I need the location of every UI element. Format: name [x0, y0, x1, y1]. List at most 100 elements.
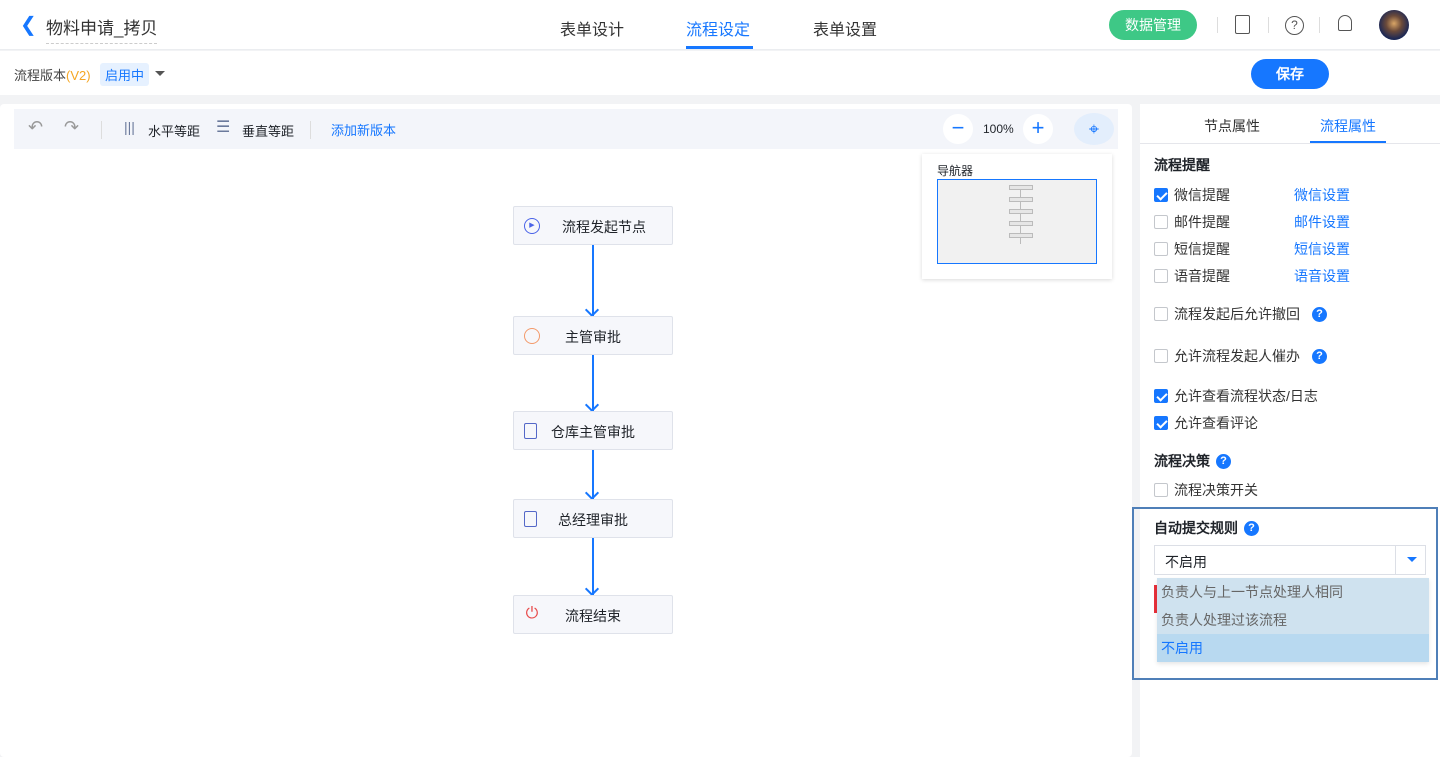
voice-settings-link[interactable]: 语音设置 [1294, 268, 1350, 284]
active-tab-indicator [686, 46, 753, 49]
decision-title-text: 流程决策 [1154, 453, 1210, 469]
auto-submit-dropdown: 负责人与上一节点处理人相同 负责人处理过该流程 不启用 [1157, 578, 1429, 662]
tab-process-properties[interactable]: 流程属性 [1320, 118, 1376, 134]
checkbox[interactable] [1154, 215, 1168, 229]
vertical-distribute-button[interactable]: 垂直等距 [242, 124, 295, 139]
checkbox-label: 流程发起后允许撤回 [1174, 306, 1300, 322]
flow-node-gm[interactable]: 总经理审批 [513, 499, 673, 538]
checkbox[interactable] [1154, 188, 1168, 202]
save-button[interactable]: 保存 [1251, 59, 1329, 89]
help-icon[interactable]: ? [1312, 348, 1327, 364]
chevron-down-icon[interactable] [1407, 557, 1417, 567]
version-number: (V2) [66, 68, 91, 83]
navigator-viewport[interactable] [937, 179, 1097, 264]
divider [1395, 546, 1396, 574]
dropdown-option[interactable]: 负责人与上一节点处理人相同 [1161, 584, 1343, 600]
allow-withdraw-checkbox[interactable]: 流程发起后允许撤回? [1154, 304, 1327, 324]
node-label: 流程结束 [565, 608, 621, 624]
tab-process-settings[interactable]: 流程设定 [686, 22, 751, 39]
decision-section-title: 流程决策? [1154, 451, 1231, 471]
node-label: 总经理审批 [558, 512, 628, 528]
allow-urge-checkbox[interactable]: 允许流程发起人催办? [1154, 346, 1327, 366]
wechat-settings-link[interactable]: 微信设置 [1294, 187, 1350, 203]
tab-form-design[interactable]: 表单设计 [560, 22, 625, 39]
divider [1268, 17, 1269, 33]
auto-submit-highlight [1132, 507, 1438, 680]
flow-node-supervisor[interactable]: 主管审批 [513, 316, 673, 355]
checkbox[interactable] [1154, 307, 1168, 321]
flow-node-start[interactable]: ▶ 流程发起节点 [513, 206, 673, 245]
voice-reminder-checkbox[interactable]: 语音提醒 [1154, 266, 1230, 286]
error-indicator [1154, 585, 1157, 613]
horizontal-distribute-icon: ||| [124, 119, 135, 135]
checkbox-label: 允许查看流程状态/日志 [1174, 388, 1318, 404]
data-management-button[interactable]: 数据管理 [1109, 10, 1197, 40]
divider [1319, 17, 1320, 33]
active-tab-indicator [1310, 141, 1386, 144]
horizontal-distribute-button[interactable]: 水平等距 [148, 124, 201, 139]
dropdown-option-selected[interactable]: 不启用 [1157, 634, 1429, 662]
form-title[interactable]: 物料申请_拷贝 [46, 14, 158, 44]
flow-arrow [592, 245, 594, 316]
play-circle-icon: ▶ [524, 218, 540, 234]
flow-node-end[interactable]: ⏻ 流程结束 [513, 595, 673, 634]
version-bar: 流程版本(V2) 启用中 保存 [0, 51, 1440, 95]
version-dropdown-icon[interactable] [155, 71, 165, 81]
tab-form-settings[interactable]: 表单设置 [813, 22, 878, 39]
canvas-toolbar: ↶ ↷ ||| 水平等距 ☰ 垂直等距 添加新版本 − 100% + ⌖ [14, 109, 1118, 149]
divider [310, 121, 311, 139]
checkbox[interactable] [1154, 389, 1168, 403]
alarm-clock-icon [524, 328, 540, 344]
zoom-in-button[interactable]: + [1023, 114, 1053, 144]
auto-submit-title: 自动提交规则? [1154, 518, 1259, 538]
checkbox[interactable] [1154, 416, 1168, 430]
navigator-panel: 导航器 [922, 154, 1112, 279]
checkbox[interactable] [1154, 269, 1168, 283]
sms-reminder-checkbox[interactable]: 短信提醒 [1154, 239, 1230, 259]
checkbox-label: 流程决策开关 [1174, 482, 1258, 498]
dropdown-option[interactable]: 负责人处理过该流程 [1161, 612, 1287, 628]
avatar[interactable] [1379, 10, 1409, 40]
node-label: 主管审批 [565, 329, 621, 345]
back-icon[interactable]: ❮ [20, 14, 37, 36]
allow-view-comments-checkbox[interactable]: 允许查看评论 [1154, 413, 1258, 433]
reminder-section-title: 流程提醒 [1154, 157, 1210, 173]
locate-icon[interactable]: ⌖ [1074, 113, 1114, 145]
wechat-reminder-checkbox[interactable]: 微信提醒 [1154, 185, 1230, 205]
checkbox[interactable] [1154, 349, 1168, 363]
add-version-link[interactable]: 添加新版本 [331, 123, 397, 138]
decision-switch-checkbox[interactable]: 流程决策开关 [1154, 480, 1258, 500]
help-icon[interactable]: ? [1216, 453, 1231, 469]
contacts-icon[interactable] [1235, 15, 1250, 34]
divider [1217, 17, 1218, 33]
help-icon[interactable]: ? [1312, 306, 1327, 322]
undo-icon[interactable]: ↶ [28, 117, 44, 137]
email-settings-link[interactable]: 邮件设置 [1294, 214, 1350, 230]
help-icon[interactable]: ? [1244, 520, 1259, 536]
zoom-out-button[interactable]: − [943, 114, 973, 144]
allow-view-status-checkbox[interactable]: 允许查看流程状态/日志 [1154, 386, 1318, 406]
vertical-distribute-icon: ☰ [216, 119, 231, 136]
tab-node-properties[interactable]: 节点属性 [1204, 118, 1260, 134]
divider [101, 121, 102, 139]
top-bar: ❮ 物料申请_拷贝 表单设计 流程设定 表单设置 数据管理 ? [0, 0, 1440, 50]
auto-submit-select[interactable]: 不启用 [1154, 545, 1426, 575]
redo-icon[interactable]: ↷ [64, 117, 80, 137]
power-icon: ⏻ [525, 605, 539, 622]
divider [1140, 143, 1440, 144]
zoom-level: 100% [983, 122, 1014, 136]
bell-icon[interactable] [1338, 15, 1352, 31]
checkbox[interactable] [1154, 242, 1168, 256]
sms-settings-link[interactable]: 短信设置 [1294, 241, 1350, 257]
flow-node-warehouse[interactable]: 仓库主管审批 [513, 411, 673, 450]
edit-doc-icon [524, 511, 537, 527]
checkbox-label: 语音提醒 [1174, 268, 1230, 284]
help-icon[interactable]: ? [1285, 16, 1304, 35]
flow-arrow [592, 355, 594, 411]
version-label-text: 流程版本 [14, 68, 67, 83]
checkbox-label: 短信提醒 [1174, 241, 1230, 257]
status-badge: 启用中 [100, 63, 150, 86]
email-reminder-checkbox[interactable]: 邮件提醒 [1154, 212, 1230, 232]
checkbox[interactable] [1154, 483, 1168, 497]
checkbox-label: 允许流程发起人催办 [1174, 348, 1300, 364]
